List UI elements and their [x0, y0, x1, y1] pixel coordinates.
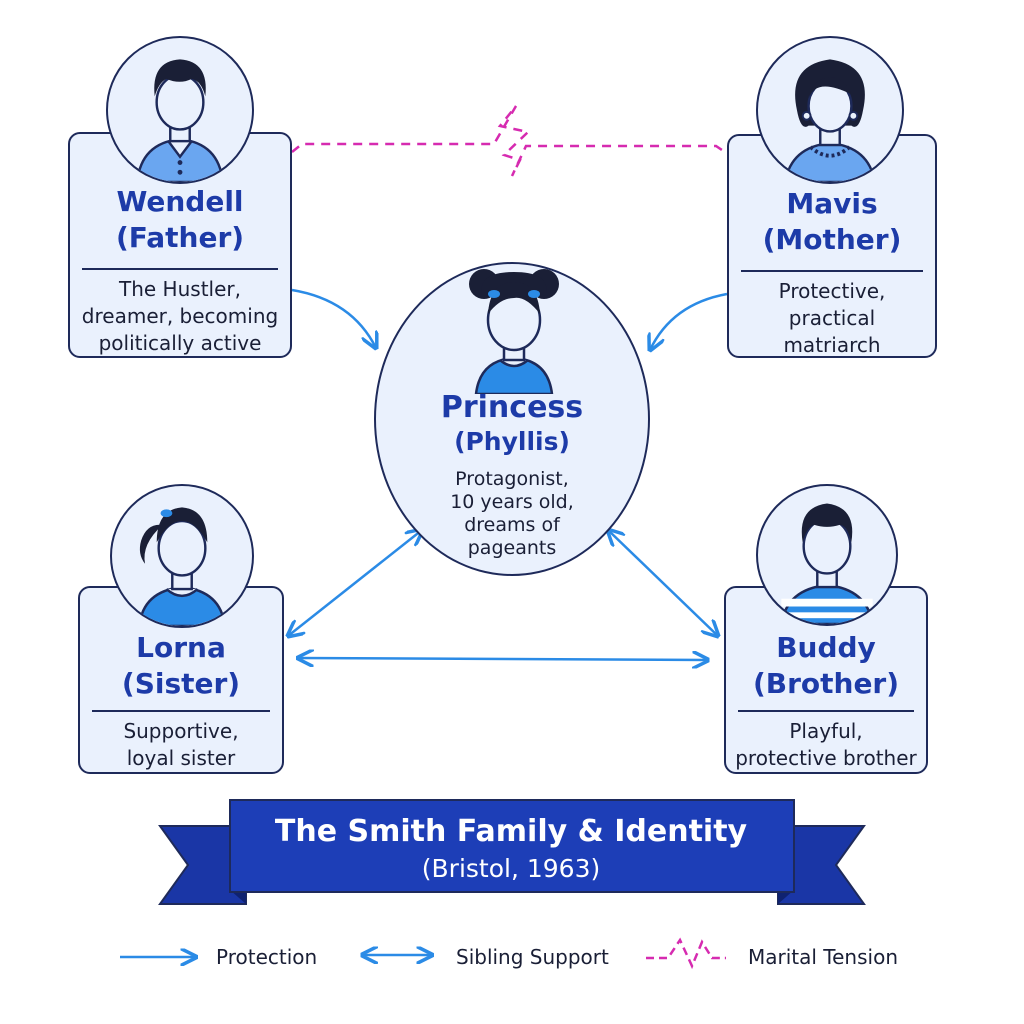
sister-desc-1: Supportive, — [123, 719, 239, 743]
father-divider — [82, 268, 278, 270]
legend-tension-line — [646, 937, 726, 970]
sister-name: Lorna — [136, 631, 226, 664]
princess-desc-2: 10 years old, — [450, 491, 574, 513]
father-protection-arrow — [291, 288, 376, 348]
princess-name: Princess — [440, 390, 584, 425]
mother-card: Mavis (Mother) Protective, practical mat… — [727, 134, 937, 358]
brother-role: (Brother) — [752, 667, 900, 700]
banner-caption: The Smith Family & Identity (Bristol, 19… — [230, 800, 792, 900]
brother-card: Buddy (Brother) Playful, protective brot… — [724, 586, 928, 774]
father-desc-1: The Hustler, — [119, 277, 241, 301]
brother-princess-support-arrow — [608, 530, 718, 636]
mother-desc-2: practical — [788, 306, 876, 330]
mother-name: Mavis — [786, 187, 878, 220]
princess-desc-3: dreams of — [464, 514, 560, 536]
sister-brother-support-arrow — [298, 658, 708, 660]
brother-divider — [738, 710, 914, 712]
princess-card: Princess (Phyllis) Protagonist, 10 years… — [374, 262, 650, 576]
father-desc-3: politically active — [98, 331, 262, 355]
sister-desc-2: loyal sister — [126, 746, 236, 770]
brother-desc-2: protective brother — [735, 746, 917, 770]
legend-tension-label: Marital Tension — [748, 945, 898, 969]
legend-sibling-label: Sibling Support — [456, 945, 609, 969]
father-desc-2: dreamer, becoming — [81, 304, 279, 328]
mother-desc-1: Protective, — [778, 279, 886, 303]
marital-tension-connector — [291, 105, 729, 177]
princess-desc-1: Protagonist, — [455, 468, 569, 490]
father-avatar — [106, 36, 254, 184]
mother-avatar — [756, 36, 904, 184]
banner-subtitle: (Bristol, 1963) — [421, 854, 601, 883]
sister-avatar — [110, 484, 254, 628]
mother-role: (Mother) — [762, 223, 902, 256]
mother-divider — [741, 270, 923, 272]
sister-divider — [92, 710, 270, 712]
sister-role: (Sister) — [121, 667, 241, 700]
mother-protection-arrow — [650, 292, 728, 350]
banner-title: The Smith Family & Identity — [274, 814, 748, 849]
brother-desc-1: Playful, — [789, 719, 863, 743]
girl-pigtails-portrait-icon — [469, 269, 559, 394]
father-name: Wendell — [116, 185, 244, 218]
mother-desc-3: matriarch — [783, 333, 881, 357]
princess-role: (Phyllis) — [454, 427, 570, 456]
girl-ponytail-portrait-icon — [137, 507, 227, 626]
title-banner — [158, 799, 866, 905]
father-role: (Father) — [115, 221, 245, 254]
brother-name: Buddy — [776, 631, 876, 664]
sister-princess-support-arrow — [288, 530, 422, 636]
boy-portrait-icon — [780, 503, 874, 624]
woman-portrait-icon — [784, 59, 876, 182]
man-portrait-icon — [135, 59, 225, 182]
princess-desc-4: pageants — [467, 537, 557, 559]
brother-avatar — [756, 484, 898, 626]
legend-protection-label: Protection — [216, 945, 318, 969]
